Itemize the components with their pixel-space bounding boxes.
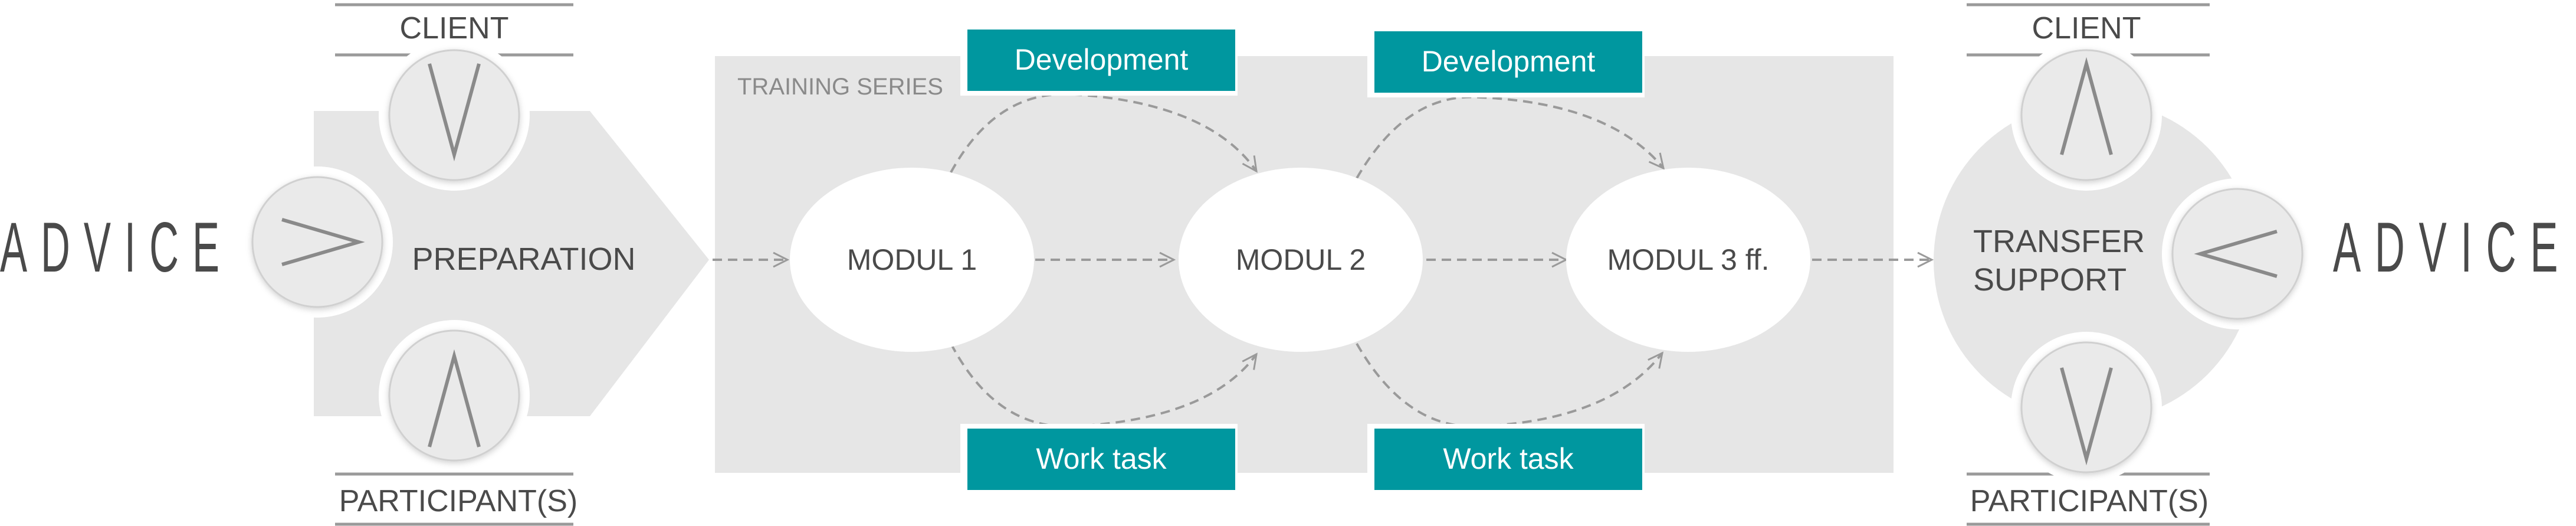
left-participants-label: PARTICIPANT(S) xyxy=(339,484,577,518)
left-chevron-icon xyxy=(2194,230,2278,278)
worktask-label-1: Work task xyxy=(1036,442,1167,475)
right-advice-word: ADVICE xyxy=(2333,208,2572,287)
up-chevron-icon xyxy=(428,349,481,447)
preparation-label: PREPARATION xyxy=(412,241,635,277)
right-participant-circle xyxy=(2011,332,2162,483)
down-chevron-icon xyxy=(2060,367,2113,466)
transfer-support-disc xyxy=(1934,100,2255,422)
right-client-circle xyxy=(2011,40,2162,191)
training-series-title: TRAINING SERIES xyxy=(737,74,943,100)
module-2-label: MODUL 2 xyxy=(1236,243,1366,276)
development-label-1: Development xyxy=(1015,43,1189,76)
development-box-1: Development xyxy=(960,25,1238,96)
module-1: MODUL 1 xyxy=(790,168,1034,352)
module-3: MODUL 3 ff. xyxy=(1566,168,1810,352)
worktask-box-1: Work task xyxy=(960,424,1238,495)
module-3-label: MODUL 3 ff. xyxy=(1607,243,1769,276)
left-advice-circle xyxy=(242,166,393,318)
transfer-support-line2: SUPPORT xyxy=(1973,262,2127,298)
up-chevron-icon xyxy=(2060,57,2113,155)
left-advice-word: ADVICE xyxy=(0,208,233,287)
development-label-2: Development xyxy=(1422,45,1596,78)
transfer-support-line1: TRANSFER xyxy=(1973,224,2145,259)
arc-modul2-development xyxy=(1356,96,1663,179)
left-participant-circle xyxy=(379,320,530,471)
module-2: MODUL 2 xyxy=(1179,168,1423,352)
right-advice-circle xyxy=(2162,178,2313,329)
left-participants-label-group: PARTICIPANT(S) xyxy=(335,472,577,526)
right-participants-label: PARTICIPANT(S) xyxy=(1970,484,2209,518)
worktask-label-2: Work task xyxy=(1443,442,1574,475)
development-box-2: Development xyxy=(1367,27,1645,97)
right-participants-label-group: PARTICIPANT(S) xyxy=(1967,472,2210,526)
module-1-label: MODUL 1 xyxy=(847,243,977,276)
worktask-box-2: Work task xyxy=(1367,424,1645,495)
left-client-circle xyxy=(379,40,530,191)
down-chevron-icon xyxy=(428,63,481,162)
right-client-label-group: CLIENT xyxy=(1967,3,2210,57)
right-chevron-icon xyxy=(281,218,365,266)
